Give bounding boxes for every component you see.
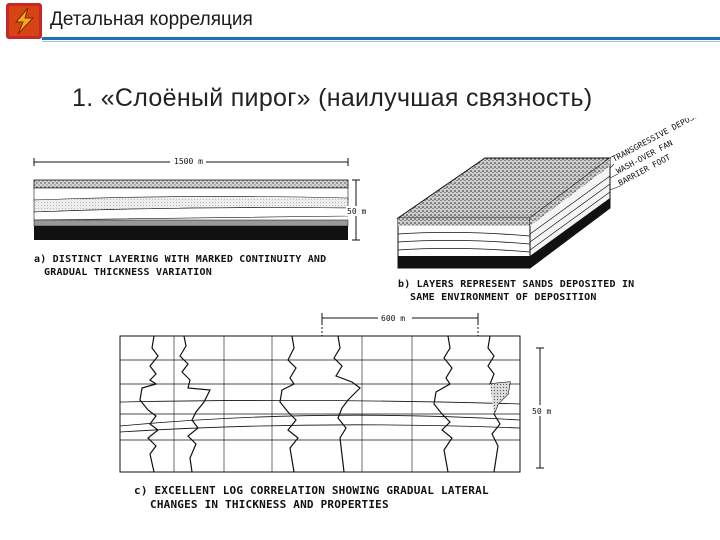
figure-b-caption-line2: SAME ENVIRONMENT OF DEPOSITION xyxy=(410,292,597,303)
header-bar: Детальная корреляция xyxy=(0,0,720,46)
figure-c-width-label: 600 m xyxy=(381,314,405,323)
figure-b-label-transgressive: TRANSGRESSIVE DEPOSIT xyxy=(611,118,700,164)
header-divider xyxy=(42,37,720,40)
figure-c-caption-line1: c) EXCELLENT LOG CORRELATION SHOWING GRA… xyxy=(134,484,489,497)
figure-a-cross-section: 1500 m 50 m xyxy=(33,156,368,241)
figure-b-caption-line1: b) LAYERS REPRESENT SANDS DEPOSITED IN xyxy=(398,279,635,290)
figure-c-log-correlation: 600 m 50 m xyxy=(119,312,554,473)
figure-b-block-diagram: TRANSGRESSIVE DEPOSIT WASH-OVER FAN BARR… xyxy=(396,118,700,269)
header-title: Детальная корреляция xyxy=(50,9,253,30)
figure-c-thickness-label: 50 m xyxy=(532,407,551,416)
figure-a-caption-line1: a) DISTINCT LAYERING WITH MARKED CONTINU… xyxy=(34,254,327,265)
figure-a-caption-line2: GRADUAL THICKNESS VARIATION xyxy=(44,267,212,278)
figure-a-thickness-label: 50 m xyxy=(347,207,366,216)
logo-icon xyxy=(6,3,42,39)
figure-c-caption-line2: CHANGES IN THICKNESS AND PROPERTIES xyxy=(150,498,389,511)
slide-title: 1. «Слоёный пирог» (наилучшая связность) xyxy=(72,84,593,112)
header-divider-thin xyxy=(42,41,720,42)
figure-a-width-label: 1500 m xyxy=(174,157,203,166)
